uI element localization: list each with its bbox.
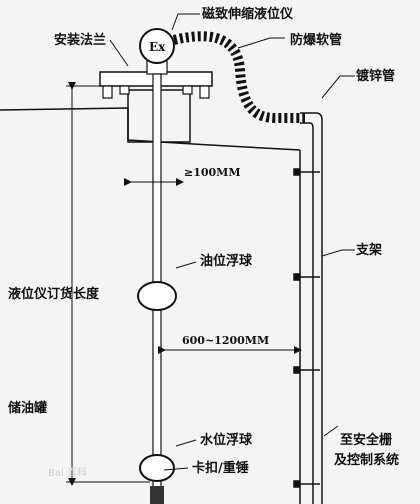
min-distance-label: ≥100MM	[184, 166, 241, 179]
hose-label: 防爆软管	[290, 32, 342, 48]
order-length-label: 液位仪订货长度	[8, 286, 100, 302]
explosion-proof-hose	[172, 31, 305, 123]
galvanized-pipe	[300, 112, 323, 504]
transmitter-head	[139, 28, 175, 64]
watermark: Bai 百科	[48, 466, 87, 479]
to-barrier-label-line1: 至安全栅	[340, 432, 392, 448]
clip-weight	[150, 486, 164, 504]
transmitter-label: 磁致伸缩液位仪	[202, 6, 294, 22]
tank-label: 储油罐	[7, 400, 47, 416]
clip-weight-label: 卡扣/重锤	[192, 460, 249, 476]
flange-bolts	[102, 85, 210, 99]
water-float	[139, 454, 175, 482]
spacing-label: 600~1200MM	[182, 334, 269, 347]
oil-float-label: 油位浮球	[200, 253, 253, 269]
bracket-label: 支架	[355, 242, 382, 258]
to-barrier-label-line2: 及控制系统	[334, 452, 399, 468]
pipe-brackets	[293, 168, 320, 488]
galvanized-pipe-label: 镀锌管	[356, 68, 395, 84]
oil-float	[137, 281, 177, 311]
ex-mark: Ex	[149, 40, 166, 54]
flange-label: 安装法兰	[54, 32, 106, 48]
leader-lines	[109, 13, 355, 471]
water-float-label: 水位浮球	[200, 432, 253, 448]
